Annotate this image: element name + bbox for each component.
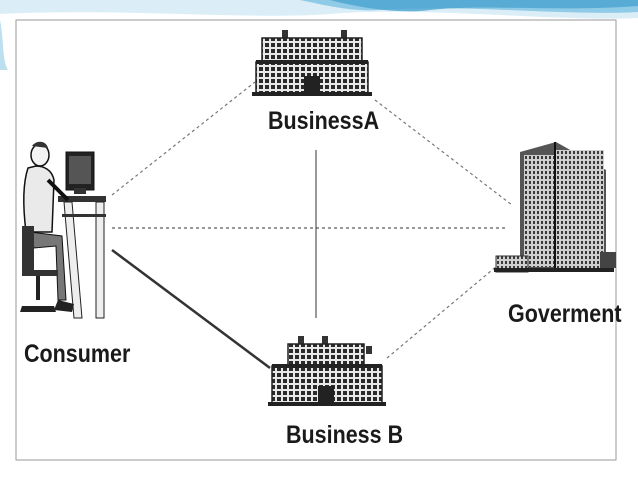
- header-wave-decoration: [0, 0, 638, 70]
- business-a-label: BusinessA: [268, 107, 380, 135]
- connector-business-a-government: [374, 99, 513, 206]
- connector-consumer-business-a: [111, 81, 256, 196]
- business-a-building-icon: [252, 30, 372, 96]
- consumer-label: Consumer: [24, 340, 131, 368]
- business-b-label: Business B: [286, 421, 404, 449]
- business-b-building-icon: [268, 336, 386, 406]
- connectors: [111, 81, 513, 370]
- connector-business-b-government: [386, 254, 511, 359]
- connector-consumer-business-b: [111, 248, 271, 370]
- government-label: Goverment: [508, 300, 622, 328]
- consumer-person-icon: [20, 141, 106, 319]
- government-building-icon: [494, 142, 616, 273]
